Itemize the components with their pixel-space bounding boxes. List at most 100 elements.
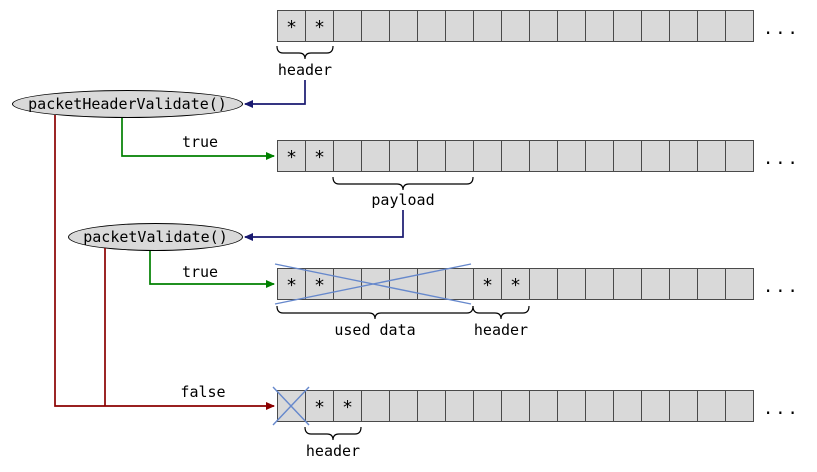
- array-cell: *: [333, 390, 362, 422]
- array-cell: *: [277, 10, 306, 42]
- array-cell: [613, 10, 642, 42]
- star-glyph: *: [482, 275, 493, 296]
- array-cell: [641, 10, 670, 42]
- array-cell: [389, 140, 418, 172]
- array-cell: [529, 140, 558, 172]
- array-cell: [333, 10, 362, 42]
- array-cell: *: [305, 390, 334, 422]
- byte-array-row-4: * *...: [277, 390, 800, 422]
- array-cell: [417, 390, 446, 422]
- brace-header-row1: [276, 45, 334, 60]
- array-cell: [529, 10, 558, 42]
- array-cell: [557, 10, 586, 42]
- array-cell: [669, 10, 698, 42]
- label-true-2: true: [181, 263, 219, 281]
- array-cell: [361, 390, 390, 422]
- array-cell: [389, 390, 418, 422]
- brace-payload-row2: [332, 176, 474, 191]
- function-node-packet-validate: packetValidate(): [68, 223, 243, 251]
- array-cell: [473, 390, 502, 422]
- ellipsis: ...: [763, 19, 800, 39]
- byte-array-row-1: * *...: [277, 10, 800, 42]
- label-true-1: true: [181, 133, 219, 151]
- array-cell: [557, 390, 586, 422]
- brace-used-data-row3: [276, 305, 474, 320]
- label-used-data: used data: [334, 321, 416, 339]
- star-glyph: *: [314, 397, 325, 418]
- label-header-row4: header: [305, 442, 361, 460]
- ellipsis: ...: [763, 399, 800, 419]
- star-glyph: *: [286, 275, 297, 296]
- array-cell: [473, 140, 502, 172]
- array-cell: [361, 140, 390, 172]
- array-cell: [417, 10, 446, 42]
- array-cell: [613, 140, 642, 172]
- star-glyph: *: [286, 147, 297, 168]
- array-cell: [697, 390, 726, 422]
- array-cell: [557, 140, 586, 172]
- array-cell: [361, 10, 390, 42]
- array-cell: [641, 268, 670, 300]
- array-cell: [501, 140, 530, 172]
- label-false: false: [180, 383, 226, 401]
- star-glyph: *: [342, 397, 353, 418]
- array-cell: [529, 390, 558, 422]
- byte-array-row-3: ****...: [277, 268, 800, 300]
- byte-array-row-2: * *...: [277, 140, 800, 172]
- brace-header-row3: [472, 305, 530, 320]
- array-cell: [445, 10, 474, 42]
- function-node-packet-header-validate: packetHeaderValidate(): [12, 90, 243, 118]
- edge-payload-to-packet-validate: [244, 210, 404, 241]
- array-cell: [669, 268, 698, 300]
- star-glyph: *: [314, 275, 325, 296]
- array-cell: [417, 140, 446, 172]
- array-cell: [389, 268, 418, 300]
- array-cell: [445, 390, 474, 422]
- array-cell: [557, 268, 586, 300]
- array-cell: [473, 10, 502, 42]
- array-cell: [641, 390, 670, 422]
- edge-false-to-row4: [54, 115, 275, 410]
- array-cell: [333, 268, 362, 300]
- label-header-row3: header: [473, 321, 529, 339]
- array-cell: [697, 268, 726, 300]
- array-cell: [725, 390, 754, 422]
- array-cell: *: [305, 10, 334, 42]
- array-cell: [333, 140, 362, 172]
- array-cell: [277, 390, 306, 422]
- brace-header-row4: [304, 426, 362, 441]
- array-cell: [697, 10, 726, 42]
- function-label: packetValidate(): [83, 228, 228, 246]
- array-cell: *: [305, 268, 334, 300]
- star-glyph: *: [286, 17, 297, 38]
- array-cell: [501, 10, 530, 42]
- array-cell: *: [305, 140, 334, 172]
- array-cell: *: [277, 268, 306, 300]
- star-glyph: *: [314, 17, 325, 38]
- star-glyph: *: [314, 147, 325, 168]
- array-cell: [529, 268, 558, 300]
- array-cell: [417, 268, 446, 300]
- array-cell: *: [277, 140, 306, 172]
- array-cell: [641, 140, 670, 172]
- edge-header-to-packet-header-validate: [244, 80, 306, 108]
- array-cell: *: [501, 268, 530, 300]
- ellipsis: ...: [763, 149, 800, 169]
- array-cell: [361, 268, 390, 300]
- array-cell: [613, 268, 642, 300]
- star-glyph: *: [510, 275, 521, 296]
- array-cell: [585, 10, 614, 42]
- array-cell: [725, 10, 754, 42]
- label-payload: payload: [371, 191, 435, 209]
- array-cell: [669, 390, 698, 422]
- array-cell: [585, 140, 614, 172]
- array-cell: *: [473, 268, 502, 300]
- array-cell: [501, 390, 530, 422]
- array-cell: [585, 268, 614, 300]
- label-header-row1: header: [277, 61, 333, 79]
- array-cell: [697, 140, 726, 172]
- array-cell: [445, 268, 474, 300]
- array-cell: [389, 10, 418, 42]
- array-cell: [725, 268, 754, 300]
